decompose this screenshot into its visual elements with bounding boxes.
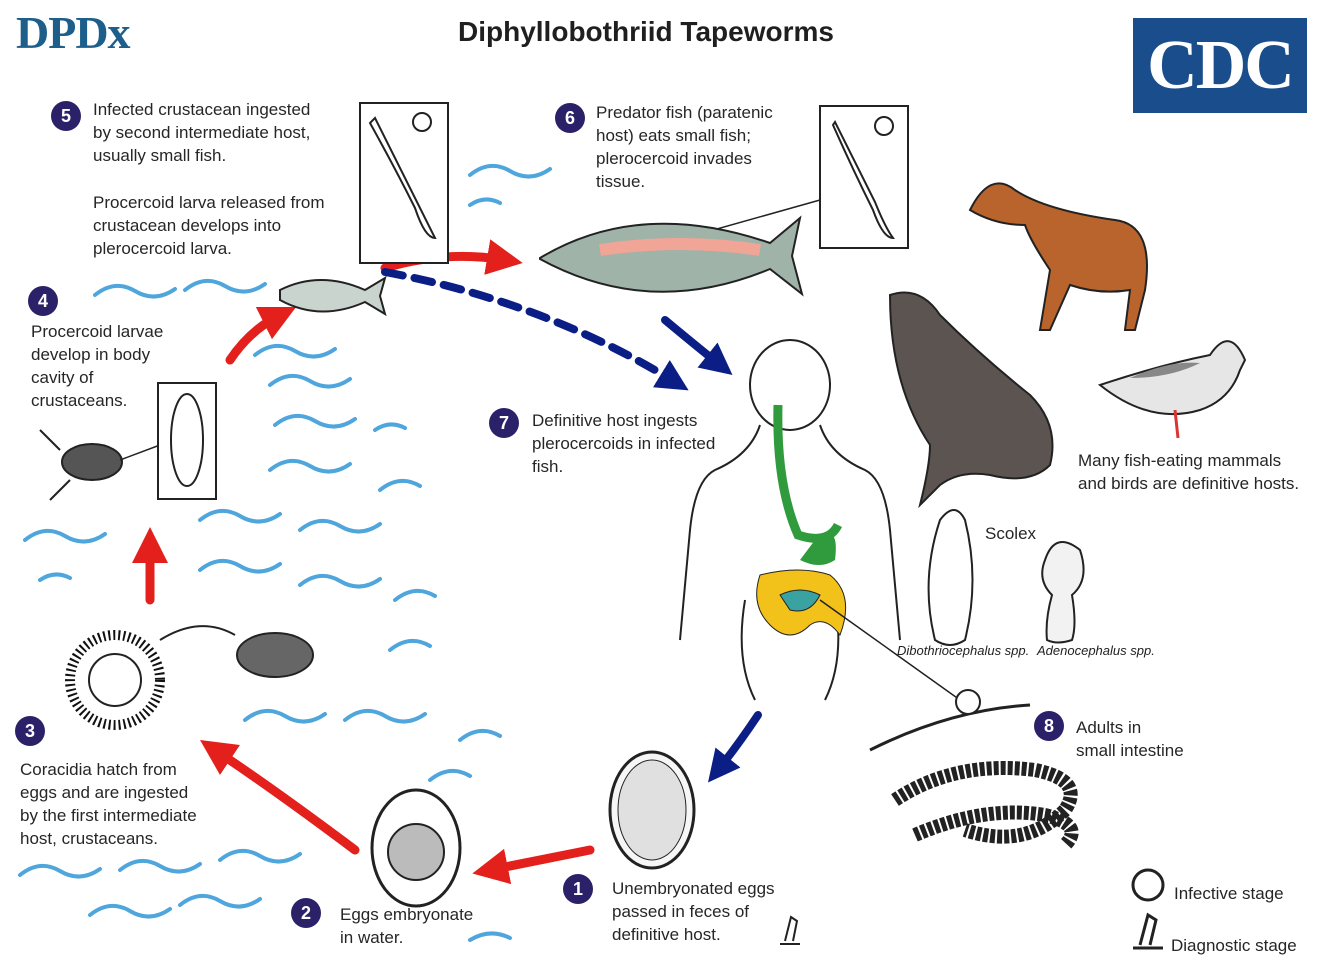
stage-3-text: Coracidia hatch from eggs and are ingest…: [20, 758, 197, 850]
stage-4-badge: 4: [28, 286, 58, 316]
scolex-title: Scolex: [985, 522, 1036, 545]
scolex-label-adenocephalus: Adenocephalus spp.: [1037, 643, 1155, 658]
legend-infective-label: Infective stage: [1174, 882, 1284, 905]
page-title: Diphyllobothriid Tapeworms: [458, 16, 834, 48]
stage-2-text: Eggs embryonate in water.: [340, 903, 473, 949]
stage-5-badge: 5: [51, 101, 81, 131]
stage-3-badge: 3: [15, 716, 45, 746]
small-fish: [280, 278, 385, 314]
legend-icons: [780, 870, 1163, 948]
stage-1-badge: 1: [563, 874, 593, 904]
stage-8-text: Adults in small intestine: [1076, 716, 1184, 762]
cdc-logo: CDC: [1133, 18, 1307, 113]
scolex-label-dibothriocephalus: Dibothriocephalus spp.: [897, 643, 1029, 658]
stage-7-text: Definitive host ingests plerocercoids in…: [532, 409, 715, 478]
stage-4-text: Procercoid larvae develop in body cavity…: [31, 320, 163, 412]
gull-host: [1100, 341, 1245, 438]
dog-host: [970, 183, 1147, 330]
unembryonated-egg: [610, 752, 694, 868]
stage-2-badge: 2: [291, 898, 321, 928]
embryonated-egg: [372, 790, 460, 906]
stage-5-text: Infected crustacean ingested by second i…: [93, 98, 310, 167]
stage-6-text: Predator fish (paratenic host) eats smal…: [596, 101, 773, 193]
stage-1-text: Unembryonated eggs passed in feces of de…: [612, 877, 775, 946]
stage-5-text-2: Procercoid larva released from crustacea…: [93, 191, 324, 260]
stage-7-badge: 7: [489, 408, 519, 438]
legend-diagnostic-label: Diagnostic stage: [1171, 934, 1297, 957]
stage-8-badge: 8: [1034, 711, 1064, 741]
stage-6-badge: 6: [555, 103, 585, 133]
sea-lion-host: [890, 293, 1053, 506]
predator-fish: [540, 218, 802, 294]
cycle-arrows-blue: [385, 272, 758, 770]
hosts-note: Many fish-eating mammals and birds are d…: [1078, 449, 1299, 495]
dpdx-logo: DPDx: [16, 6, 130, 59]
plerocercoid-larva-box: [360, 103, 448, 263]
